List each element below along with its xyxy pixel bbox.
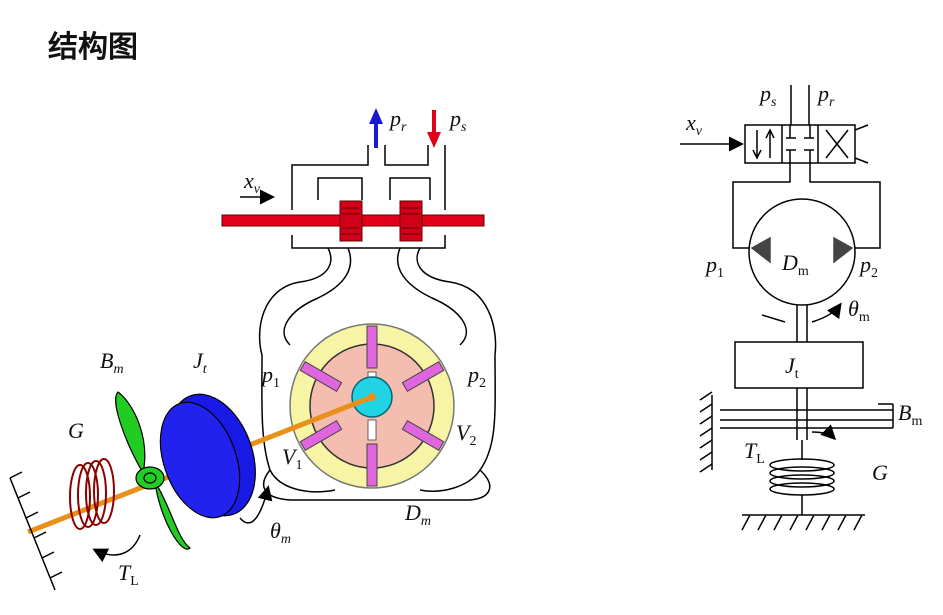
flywheel-inertia bbox=[159, 393, 256, 519]
right-labels: ps pr xv p1 Dm p2 θm Jt Bm TL G bbox=[685, 81, 922, 485]
label-pr: pr bbox=[388, 106, 407, 135]
damper-symbol bbox=[720, 403, 894, 429]
label-p2-left: p2 bbox=[466, 362, 486, 391]
label-dm-right: Dm bbox=[781, 250, 809, 279]
label-ps: ps bbox=[448, 106, 467, 135]
label-xv: xv bbox=[243, 168, 261, 197]
motor-symbol bbox=[748, 198, 856, 306]
label-pr-right: pr bbox=[816, 81, 835, 110]
ground-support bbox=[9, 471, 63, 591]
label-bm-left: Bm bbox=[100, 348, 124, 377]
servo-valve-body bbox=[258, 145, 497, 493]
page-title: 结构图 bbox=[48, 30, 138, 65]
label-xv-right: xv bbox=[685, 110, 703, 139]
return-flow-arrow bbox=[369, 108, 383, 148]
spool-land-1 bbox=[339, 200, 363, 242]
load-torque-arrow bbox=[92, 534, 141, 563]
label-v1: V1 bbox=[282, 444, 302, 473]
label-v2: V2 bbox=[456, 420, 476, 449]
right-spring-symbol bbox=[769, 440, 835, 515]
right-ground-bottom bbox=[741, 514, 865, 531]
label-jt-left: Jt bbox=[193, 348, 208, 377]
label-p1-left: p1 bbox=[260, 362, 280, 391]
torsion-spring bbox=[69, 458, 115, 530]
label-bm-right: Bm bbox=[898, 400, 922, 429]
spool-land-2 bbox=[399, 200, 423, 242]
label-ps-right: ps bbox=[758, 81, 777, 110]
right-angle-arrow bbox=[811, 302, 842, 323]
label-dm-left: Dm bbox=[404, 500, 431, 529]
label-tl-right: TL bbox=[744, 438, 765, 467]
label-theta-m-right: θm bbox=[848, 296, 870, 325]
label-tl-left: TL bbox=[118, 560, 139, 589]
label-p2-right: p2 bbox=[858, 252, 878, 281]
label-g-left: G bbox=[68, 418, 84, 443]
servo-valve-symbol bbox=[744, 124, 869, 164]
damper-blades bbox=[115, 391, 191, 550]
right-load-torque-arrow bbox=[811, 424, 837, 441]
inertia-block bbox=[734, 341, 864, 389]
motor-vanes bbox=[299, 325, 445, 487]
label-p1-right: p1 bbox=[704, 252, 724, 281]
motor-angle-arrow bbox=[239, 485, 273, 524]
motor-housing bbox=[262, 469, 491, 501]
supply-flow-arrow bbox=[427, 110, 441, 148]
label-jt-right: Jt bbox=[785, 353, 799, 382]
label-theta-m-left: θm bbox=[270, 518, 291, 547]
right-ground-wall bbox=[699, 391, 713, 473]
right-schematic-diagram bbox=[680, 85, 894, 531]
left-servo-motor-diagram: xv pr ps bbox=[9, 106, 497, 591]
label-g-right: G bbox=[872, 460, 888, 485]
